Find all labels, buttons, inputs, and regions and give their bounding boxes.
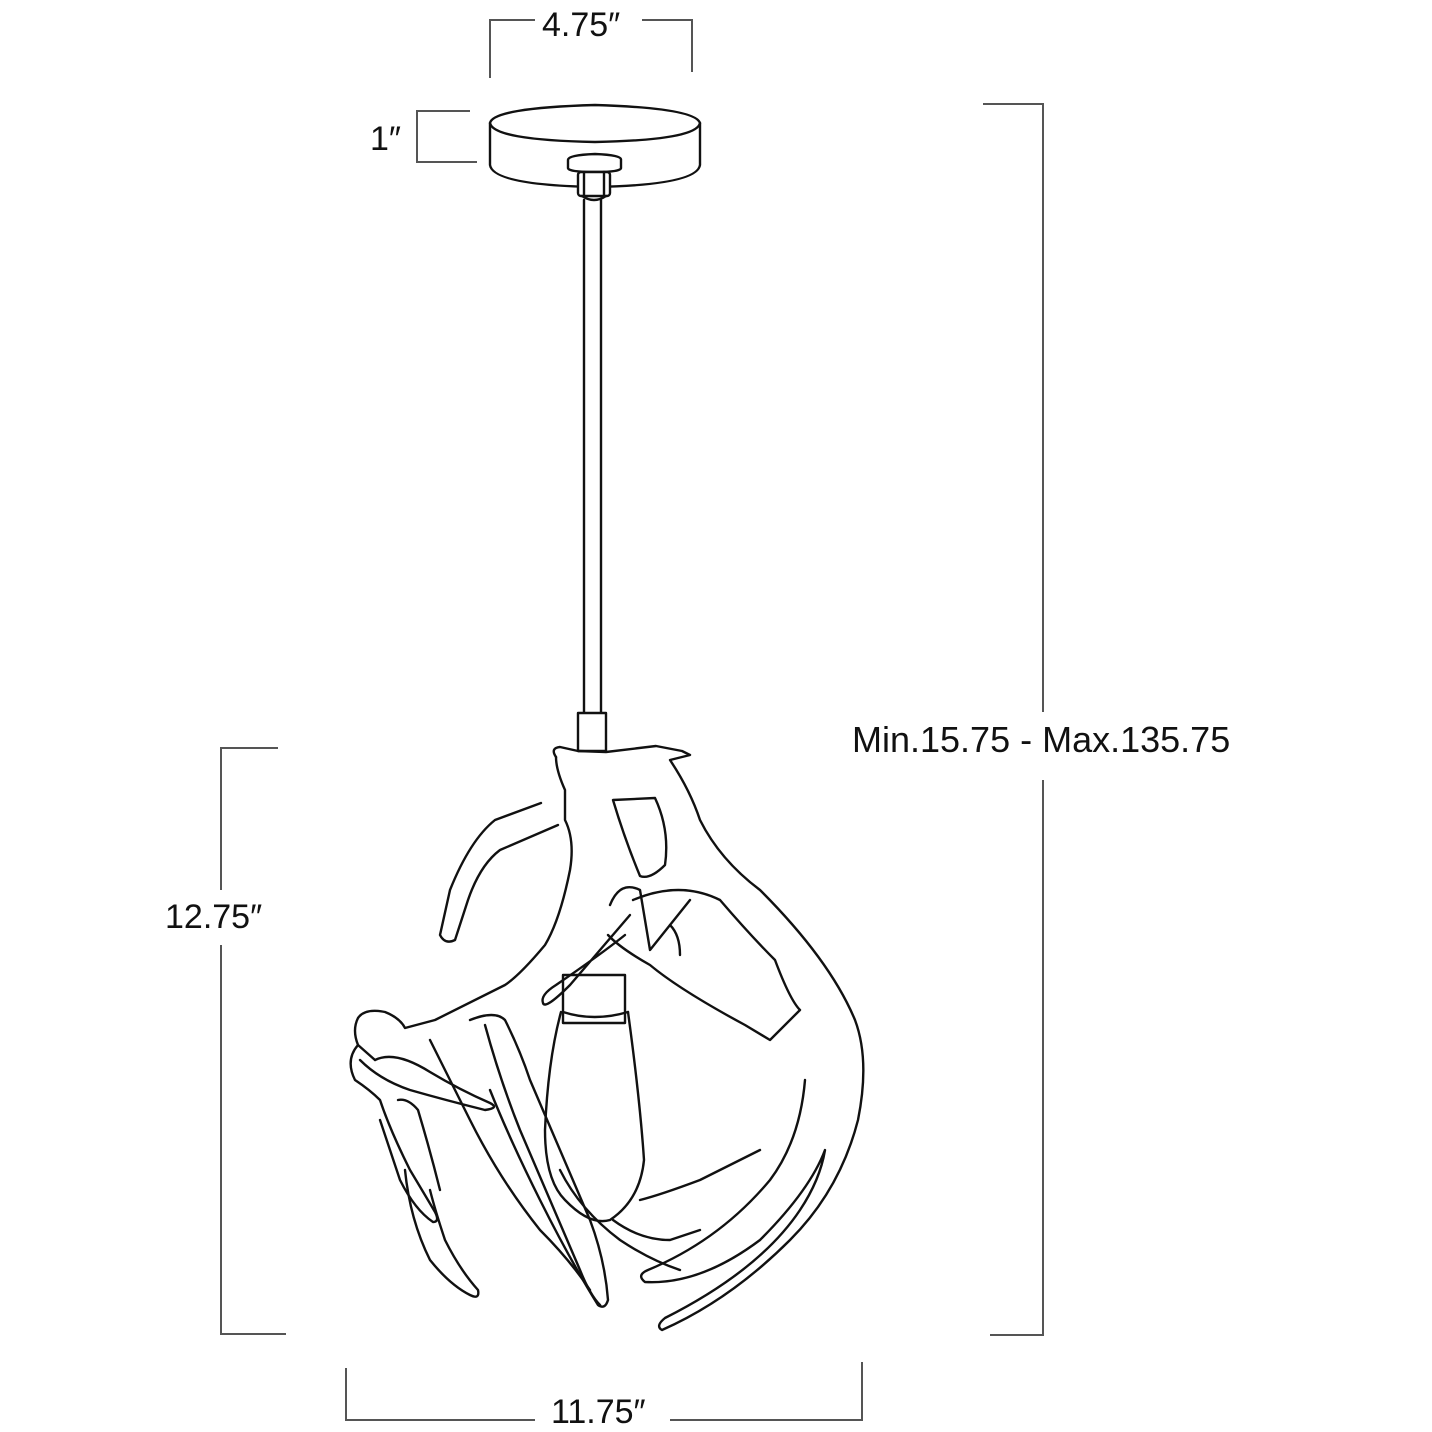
canopy-width-bracket-left xyxy=(489,19,535,78)
canopy-height-label: 1″ xyxy=(370,120,401,158)
dimension-lines xyxy=(220,19,1044,1421)
fixture xyxy=(349,103,865,1332)
fixture-height-bracket-top xyxy=(220,747,278,890)
overall-height-bracket-top xyxy=(983,103,1044,712)
antler-body xyxy=(349,744,865,1332)
canopy-height-bracket xyxy=(416,110,477,163)
fixture-height-label: 12.75″ xyxy=(165,898,263,936)
fixture-width-label: 11.75″ xyxy=(545,1395,652,1429)
canopy-width-bracket-right xyxy=(642,19,693,72)
overall-height-bracket-bottom xyxy=(990,780,1044,1336)
canopy-width-label: 4.75″ xyxy=(542,6,621,44)
fixture-width-bracket-left xyxy=(345,1368,535,1421)
canopy-fitting xyxy=(566,152,623,202)
canopy xyxy=(488,103,702,189)
overall-height-label: Min.15.75 - Max.135.75 xyxy=(848,722,1235,758)
fixture-height-bracket-bottom xyxy=(220,945,286,1335)
fixture-width-bracket-right xyxy=(670,1362,863,1421)
downrod xyxy=(576,198,608,753)
